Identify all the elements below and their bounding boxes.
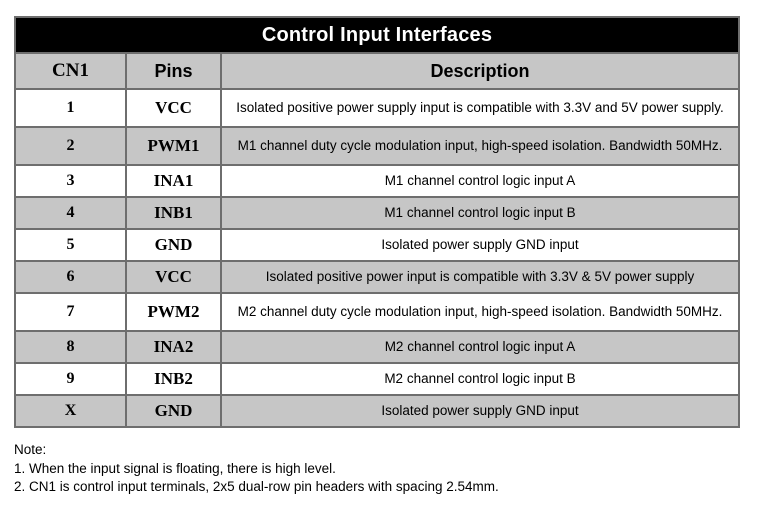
cell-description: M1 channel control logic input B [219,196,741,230]
cell-description: M1 channel duty cycle modulation input, … [219,126,741,166]
cell-description: M2 channel duty cycle modulation input, … [219,292,741,332]
cell-pin-name: INB1 [125,196,222,230]
cell-pin-name: VCC [125,88,222,128]
cell-description: Isolated positive power supply input is … [219,88,741,128]
cell-pin-name: VCC [125,260,222,294]
table-header-row: CN1 Pins Description [14,52,741,90]
cell-cn1: 4 [14,196,127,230]
cell-cn1: 3 [14,164,127,198]
table-title: Control Input Interfaces [13,16,741,54]
cell-description: Isolated power supply GND input [219,228,741,262]
column-header-cn1: CN1 [14,52,127,90]
cell-pin-name: PWM1 [125,126,222,166]
cell-pin-name: PWM2 [125,292,222,332]
cell-description: Isolated positive power input is compati… [219,260,741,294]
cell-pin-name: GND [125,394,222,428]
column-header-description: Description [219,52,741,90]
cell-description: M1 channel control logic input A [219,164,741,198]
cell-cn1: 7 [14,292,127,332]
cell-cn1: 6 [14,260,127,294]
control-input-interfaces-table: Control Input Interfaces CN1 Pins Descri… [13,16,741,428]
cell-cn1: 2 [14,126,127,166]
notes-section: Note: 1. When the input signal is floati… [14,441,754,497]
cell-description: Isolated power supply GND input [219,394,741,428]
control-input-interfaces-table-wrapper: Control Input Interfaces CN1 Pins Descri… [13,16,741,428]
cell-cn1: 1 [14,88,127,128]
cell-pin-name: INB2 [125,362,222,396]
cell-description: M2 channel control logic input A [219,330,741,364]
cell-pin-name: GND [125,228,222,262]
table-title-row: Control Input Interfaces [13,16,741,54]
cell-cn1: X [14,394,127,428]
note-item-2: 2. CN1 is control input terminals, 2x5 d… [14,479,499,494]
cell-cn1: 5 [14,228,127,262]
notes-heading: Note: [14,442,47,457]
cell-pin-name: INA1 [125,164,222,198]
cell-cn1: 9 [14,362,127,396]
cell-pin-name: INA2 [125,330,222,364]
column-header-pins: Pins [125,52,222,90]
cell-description: M2 channel control logic input B [219,362,741,396]
note-item-1: 1. When the input signal is floating, th… [14,460,336,476]
cell-cn1: 8 [14,330,127,364]
